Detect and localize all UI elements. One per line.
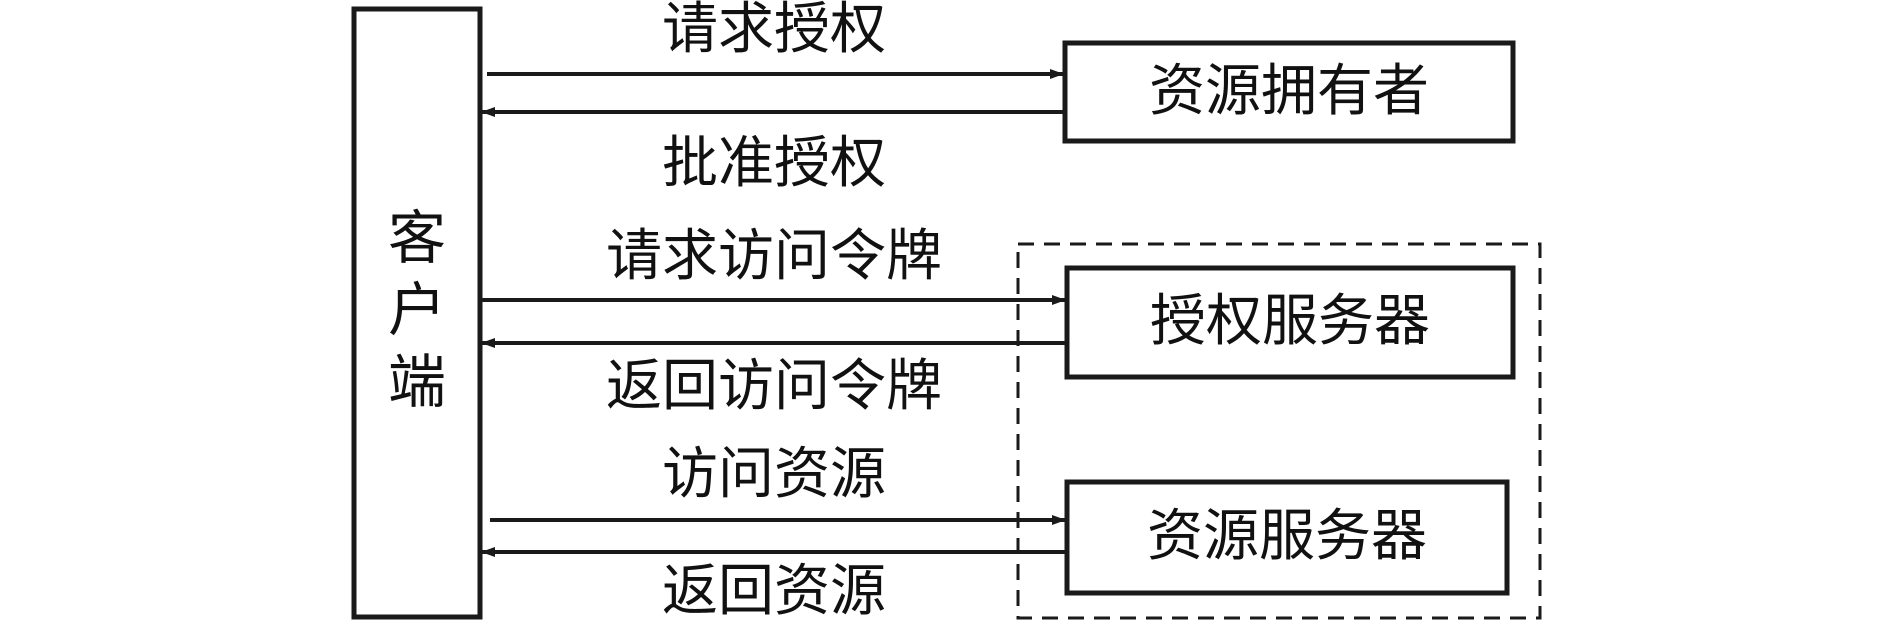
client-box	[351, 6, 483, 620]
edge-grant-authorization: 批准授权	[481, 107, 1065, 196]
client-label-char-1: 客	[388, 204, 446, 272]
resource-owner-node: 资源拥有者	[1062, 40, 1516, 144]
server-group-dashed-boundary	[1016, 242, 1542, 620]
client-node: 客 户 端	[351, 6, 483, 620]
edge-label-access-resource: 访问资源	[662, 442, 886, 507]
resource-server-label: 资源服务器	[1147, 504, 1427, 569]
resource-owner-box	[1062, 40, 1516, 144]
auth-server-box	[1064, 265, 1516, 380]
edge-label-request-authorization: 请求授权	[662, 0, 886, 62]
edge-request-authorization: 请求授权	[487, 0, 1064, 79]
client-label-char-3: 端	[388, 348, 446, 416]
client-label-char-2: 户	[388, 276, 446, 344]
edge-label-request-access-token: 请求访问令牌	[606, 224, 942, 289]
edge-return-access-token: 返回访问令牌	[481, 338, 1067, 419]
edge-label-return-access-token: 返回访问令牌	[606, 354, 942, 419]
edge-return-resource: 返回资源	[481, 547, 1067, 624]
edge-access-resource: 访问资源	[490, 442, 1066, 525]
resource-server-box	[1064, 479, 1510, 596]
edge-label-grant-authorization: 批准授权	[662, 131, 886, 196]
edge-request-access-token: 请求访问令牌	[482, 224, 1066, 305]
edge-label-return-resource: 返回资源	[662, 559, 886, 624]
auth-server-label: 授权服务器	[1150, 289, 1430, 354]
resource-owner-label: 资源拥有者	[1149, 59, 1429, 124]
auth-server-node: 授权服务器	[1064, 265, 1516, 380]
resource-server-node: 资源服务器	[1064, 479, 1510, 596]
